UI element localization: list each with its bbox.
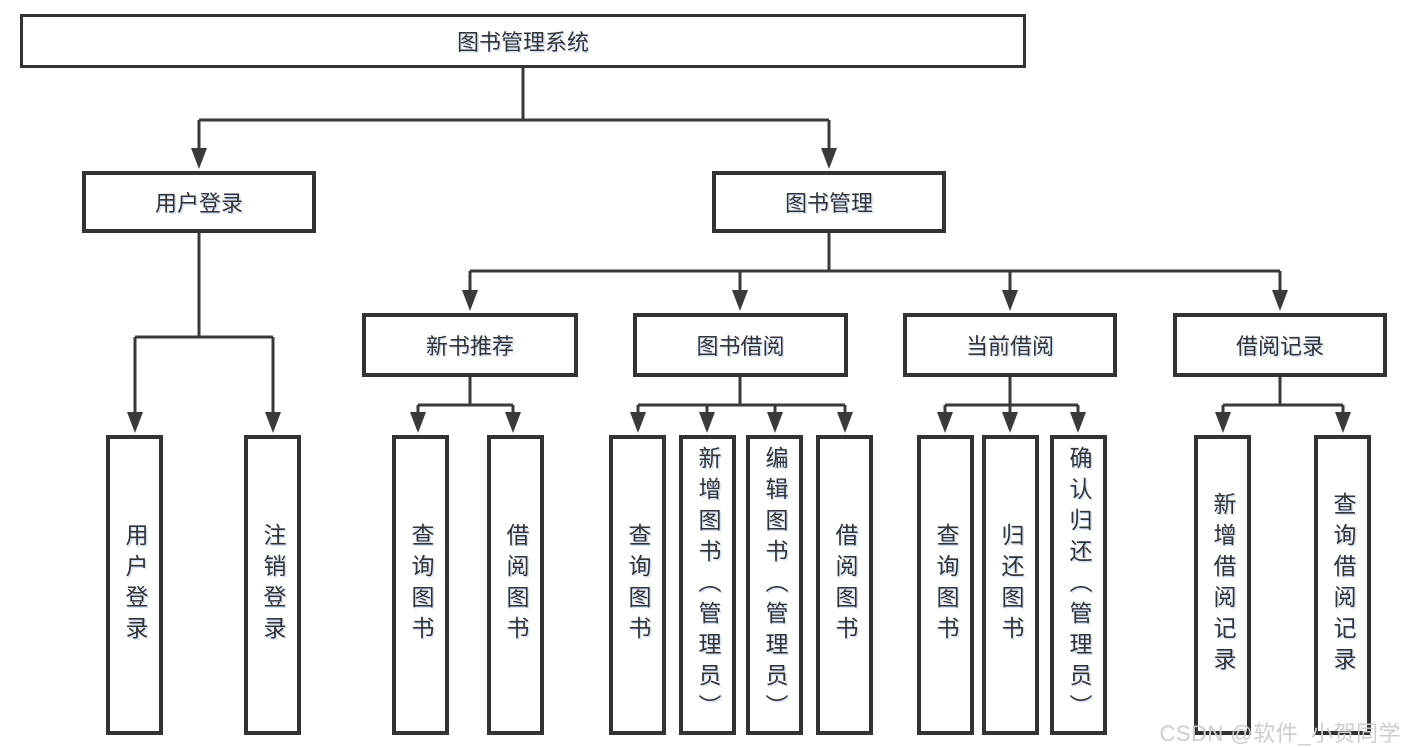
leaf-logout: 注销登录 (244, 435, 301, 735)
csdn-watermark: CSDN @软件_小贺同学 (1159, 721, 1401, 746)
leaf-query-borrow-record-label: 查询借阅记录 (1330, 492, 1356, 678)
node-library-management-system: 图书管理系统 (20, 14, 1026, 68)
leaf-add-borrow-record-label: 新增借阅记录 (1210, 492, 1236, 678)
leaf-user-login-label: 用户登录 (122, 523, 148, 647)
leaf-edit-book-admin: 编辑图书（管理员） (746, 435, 803, 735)
leaf-add-book-admin: 新增图书（管理员） (679, 435, 736, 735)
node-current-borrow: 当前借阅 (903, 313, 1117, 377)
leaf-query-books-recommend: 查询图书 (392, 435, 449, 735)
leaf-logout-label: 注销登录 (260, 523, 286, 647)
leaf-return-book-label: 归还图书 (998, 523, 1024, 647)
leaf-confirm-return-admin-label: 确认归还（管理员） (1066, 445, 1092, 725)
leaf-edit-book-admin-label: 编辑图书（管理员） (762, 445, 788, 725)
leaf-borrow-books-recommend: 借阅图书 (487, 435, 544, 735)
leaf-add-book-admin-label: 新增图书（管理员） (695, 445, 721, 725)
leaf-query-books-borrow: 查询图书 (609, 435, 666, 735)
leaf-query-books-current: 查询图书 (917, 435, 974, 735)
leaf-user-login: 用户登录 (106, 435, 163, 735)
leaf-confirm-return-admin: 确认归还（管理员） (1050, 435, 1107, 735)
leaf-borrow-books-label: 借阅图书 (832, 523, 858, 647)
node-borrow-records: 借阅记录 (1173, 313, 1387, 377)
node-user-login: 用户登录 (82, 171, 316, 233)
node-book-borrow: 图书借阅 (633, 313, 848, 377)
leaf-query-books-recommend-label: 查询图书 (408, 523, 434, 647)
leaf-borrow-books-recommend-label: 借阅图书 (503, 523, 529, 647)
leaf-add-borrow-record: 新增借阅记录 (1194, 435, 1251, 735)
node-new-book-recommend: 新书推荐 (362, 313, 578, 377)
leaf-query-borrow-record: 查询借阅记录 (1314, 435, 1371, 735)
leaf-borrow-books: 借阅图书 (816, 435, 873, 735)
leaf-return-book: 归还图书 (982, 435, 1039, 735)
leaf-query-books-current-label: 查询图书 (933, 523, 959, 647)
leaf-query-books-borrow-label: 查询图书 (625, 523, 651, 647)
node-book-management: 图书管理 (712, 171, 946, 233)
